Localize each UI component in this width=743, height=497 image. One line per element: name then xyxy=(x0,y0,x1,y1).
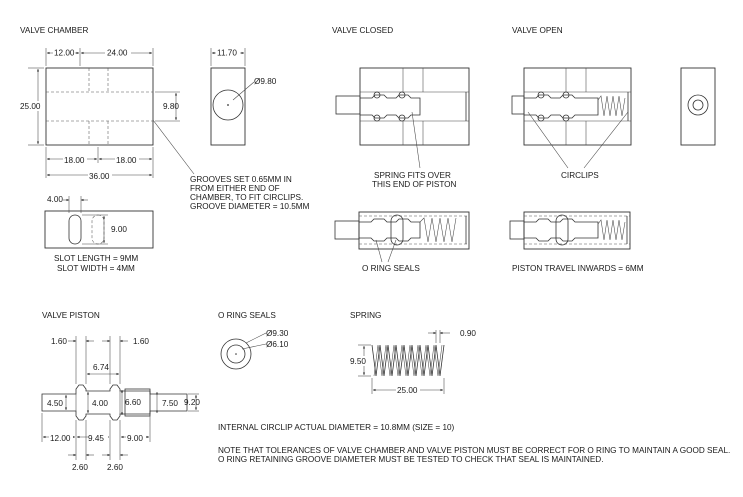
spring-note-1: SPRING FITS OVER xyxy=(374,171,451,180)
dim-chamber-18a: 18.00 xyxy=(64,156,85,165)
dim-piston-400: 4.00 xyxy=(92,399,108,408)
title-valve-piston: VALVE PISTON xyxy=(42,311,100,320)
dim-oring-610: Ø6.10 xyxy=(266,340,289,349)
dim-piston-450: 4.50 xyxy=(47,399,63,408)
o-ring-view xyxy=(220,338,252,370)
valve-piston-view xyxy=(41,384,188,421)
dim-spring-dia: 9.50 xyxy=(350,357,366,366)
dim-chamber-24: 24.00 xyxy=(107,49,128,58)
slot-width-label: SLOT WIDTH = 4MM xyxy=(57,264,135,273)
valve-open-assembly-top xyxy=(511,67,632,146)
dim-spring-wire: 0.90 xyxy=(460,329,476,338)
dim-oring-930: Ø9.30 xyxy=(266,329,289,338)
note-tolerance-1: NOTE THAT TOLERANCES OF VALVE CHAMBER AN… xyxy=(218,446,730,455)
dim-end-width: 11.70 xyxy=(217,49,237,58)
groove-note-1: GROOVES SET 0.65MM IN xyxy=(190,175,292,184)
dim-slot-x: 4.00 xyxy=(47,195,63,204)
dim-chamber-bore: 9.80 xyxy=(163,102,179,111)
valve-closed-assembly-bottom xyxy=(334,211,470,250)
title-valve-closed: VALVE CLOSED xyxy=(332,26,393,35)
title-valve-chamber: VALVE CHAMBER xyxy=(20,26,88,35)
note-tolerance-2: O RING RETAINING GROOVE DIAMETER MUST BE… xyxy=(218,455,603,464)
slot-length-label: SLOT LENGTH = 9MM xyxy=(54,254,138,263)
dim-spring-length: 25.00 xyxy=(397,386,418,395)
o-ring-seals-note: O RING SEALS xyxy=(362,264,420,273)
chamber-end-view xyxy=(210,67,246,146)
dim-piston-674: 6.74 xyxy=(93,363,109,372)
dim-piston-260b: 2.60 xyxy=(107,463,123,472)
dim-piston-750: 7.50 xyxy=(162,399,178,408)
dim-piston-160a: 1.60 xyxy=(51,337,67,346)
chamber-slot-view xyxy=(44,210,154,249)
dim-piston-660: 6.60 xyxy=(125,398,141,407)
dim-piston-920: 9.20 xyxy=(184,398,200,407)
dim-chamber-18b: 18.00 xyxy=(116,156,137,165)
groove-note-2: FROM EITHER END OF xyxy=(190,184,280,193)
dim-slot-y: 9.00 xyxy=(111,225,127,234)
dim-piston-1200: 12.00 xyxy=(50,434,71,443)
title-o-ring-seals: O RING SEALS xyxy=(218,311,276,320)
title-valve-open: VALVE OPEN xyxy=(512,26,563,35)
groove-note-3: CHAMBER, TO FIT CIRCLIPS. xyxy=(190,193,303,202)
dim-piston-160b: 1.60 xyxy=(133,337,149,346)
dim-chamber-height: 25.00 xyxy=(20,102,41,111)
note-circlip: INTERNAL CIRCLIP ACTUAL DIAMETER = 10.8M… xyxy=(218,423,455,432)
piston-travel-note: PISTON TRAVEL INWARDS = 6MM xyxy=(512,264,644,273)
dim-chamber-12: 12.00 xyxy=(54,49,75,58)
valve-open-assembly-bottom xyxy=(509,211,631,250)
spring-view xyxy=(371,344,445,377)
dim-piston-945: 9.45 xyxy=(88,434,104,443)
valve-open-end-view xyxy=(680,67,716,146)
valve-closed-assembly-top xyxy=(335,67,470,146)
dim-chamber-36: 36.00 xyxy=(89,172,110,181)
dim-end-dia: Ø9.80 xyxy=(254,77,277,86)
groove-note-4: GROOVE DIAMETER = 10.5MM xyxy=(190,202,310,211)
dim-piston-900: 9.00 xyxy=(127,434,143,443)
circlips-note: CIRCLIPS xyxy=(561,171,599,180)
chamber-side-view xyxy=(45,67,154,146)
dim-piston-260a: 2.60 xyxy=(72,463,88,472)
spring-note-2: THIS END OF PISTON xyxy=(372,180,457,189)
title-spring: SPRING xyxy=(350,311,381,320)
